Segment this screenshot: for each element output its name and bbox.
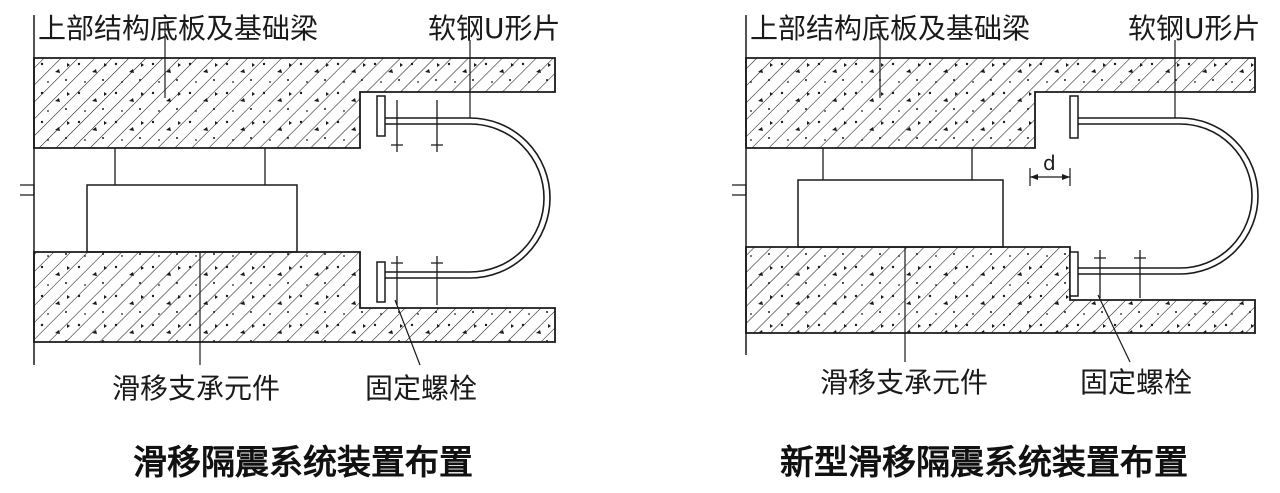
right-label-u-plate: 软钢U形片	[1128, 12, 1261, 45]
right-label-gap: d	[1043, 151, 1056, 175]
left-bottom-slab	[33, 251, 556, 343]
left-break-mark	[20, 184, 35, 196]
right-sliding-bearing	[797, 148, 1004, 248]
left-label-structure: 上部结构底板及基础梁	[38, 12, 318, 45]
left-u-damper	[376, 95, 551, 303]
right-diagram: d 上部结构底板及基础梁 软钢U形片 滑移支承元件 固定螺栓 新型滑移隔震系统装…	[732, 12, 1261, 483]
left-top-slab	[33, 57, 556, 149]
left-diagram: 上部结构底板及基础梁 软钢U形片 滑移支承元件 固定螺栓 滑移隔震系统装置布置	[20, 12, 561, 483]
left-sliding-bearing	[86, 148, 298, 253]
right-break-mark	[732, 184, 747, 196]
right-gap-dimension	[1029, 168, 1071, 186]
right-fixing-bolts	[1094, 250, 1146, 298]
left-fixing-bolts	[391, 100, 443, 305]
right-caption: 新型滑移隔震系统装置布置	[780, 443, 1188, 483]
left-label-u-plate: 软钢U形片	[428, 12, 561, 45]
right-bottom-slab	[745, 246, 1256, 334]
right-u-damper	[1069, 95, 1259, 297]
left-leader-lines	[164, 22, 471, 366]
left-label-bolt: 固定螺栓	[365, 372, 477, 405]
right-leader-lines	[879, 22, 1176, 363]
right-top-slab	[745, 57, 1256, 149]
left-label-bearing: 滑移支承元件	[112, 372, 280, 405]
left-caption: 滑移隔震系统装置布置	[133, 443, 473, 483]
right-label-bolt: 固定螺栓	[1080, 366, 1192, 399]
right-label-structure: 上部结构底板及基础梁	[750, 12, 1030, 45]
right-label-bearing: 滑移支承元件	[820, 366, 988, 399]
